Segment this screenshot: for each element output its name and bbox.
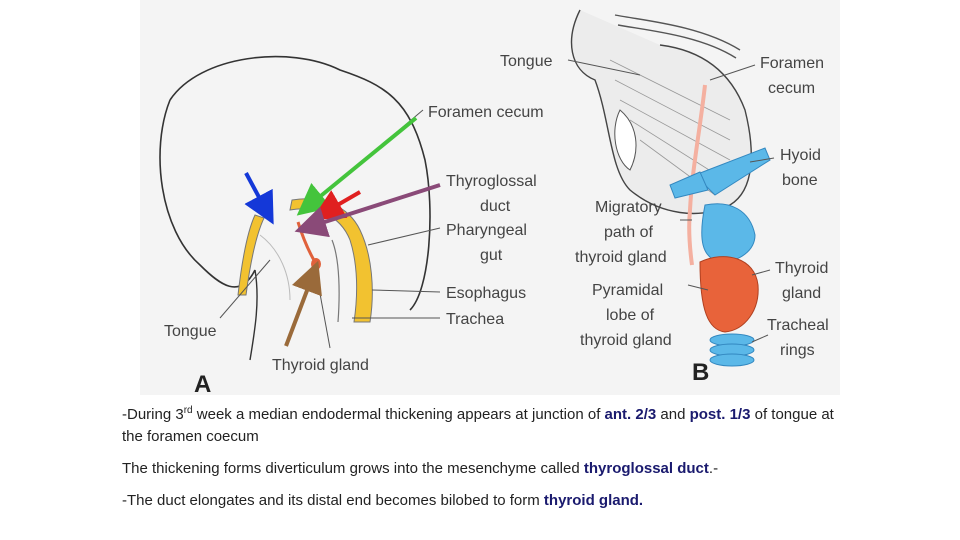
label-migratory-2: path of [604,224,653,241]
tracheal-ring-3 [709,353,755,367]
neck-outline [249,269,258,361]
thyroid-bud [311,258,321,270]
label-migratory-3: thyroid gland [575,249,667,266]
label-hyoid-1: Hyoid [780,147,821,164]
label-pyramidal-2: lobe of [606,307,655,324]
diagram-svg: Foramen cecum Thyroglossal duct Pharynge… [140,0,840,395]
pointer-tongue-b [567,59,641,76]
pointer-hyoid [749,157,775,163]
label-migratory-1: Migratory [595,199,662,216]
embryo-head-outline [159,55,431,311]
panel-b: Tongue Foramen cecum Hyoid bone Migrator… [500,9,829,386]
hyoid-bone-shape [694,147,771,196]
label-thyroglossal-1: Thyroglossal [446,173,537,190]
caption-1-pre: -During 3 [122,406,184,423]
caption-1-highlight-post: post. 1/3 [689,406,751,423]
pointer-pyramidal [687,284,709,291]
thyroid-gland-shape [699,256,759,333]
caption-2-highlight: thyroglossal duct [583,460,709,477]
hyoid-bone-left [669,171,709,199]
caption-1-sup: rd [183,405,193,416]
panel-b-letter: B [692,359,709,386]
label-thyroid-gland-a: Thyroid gland [272,357,369,374]
migratory-path [687,84,707,266]
brown-arrow [284,260,322,347]
pointer-pharyngeal-gut [367,227,441,246]
tongue-region [259,234,291,301]
pointer-thyroid-b [751,269,771,276]
label-pharyngeal-2: gut [480,247,503,264]
caption-text: -During 3rd week a median endodermal thi… [122,400,842,512]
blue-arrow [244,172,274,225]
caption-2-post: .- [708,460,719,477]
caption-1-and: and [656,406,690,423]
label-pyramidal-3: thyroid gland [580,332,672,349]
label-thyroglossal-2: duct [480,198,511,215]
label-pharyngeal-1: Pharyngeal [446,222,527,239]
label-tracheal-2: rings [780,342,815,359]
pointer-foramen-b [709,64,756,81]
label-hyoid-2: bone [782,172,818,189]
label-tongue-a: Tongue [164,323,217,340]
tongue-sagittal-outline [570,9,752,215]
caption-1-mid: week a median endodermal thickening appe… [192,406,605,423]
thyroid-cartilage-shape [701,203,756,263]
caption-line-2: The thickening forms diverticulum grows … [122,458,842,480]
label-thyroid-2: gland [782,285,821,302]
label-esophagus: Esophagus [446,285,526,302]
palate-folds [614,14,741,59]
pointer-tracheal [751,334,769,343]
esophagus-tube [331,239,340,323]
pointer-tongue [219,259,271,319]
caption-line-1: -During 3rd week a median endodermal thi… [122,400,842,448]
caption-3-pre: -The duct elongates and its distal end b… [122,492,544,509]
label-foramen-cecum: Foramen cecum [428,104,544,121]
epiglottis-shape [614,109,637,171]
label-foramen-1: Foramen [760,55,824,72]
caption-3-highlight: thyroid gland. [543,492,644,509]
label-tongue-b: Tongue [500,53,553,70]
pointer-esophagus [371,289,441,293]
caption-1-highlight-ant: ant. 2/3 [604,406,657,423]
tongue-muscle-fibers [609,59,731,196]
label-thyroid-1: Thyroid [775,260,828,277]
panel-a-letter: A [194,371,211,395]
label-tracheal-1: Tracheal [767,317,829,334]
label-foramen-2: cecum [768,80,815,97]
label-pyramidal-1: Pyramidal [592,282,663,299]
caption-2-pre: The thickening forms diverticulum grows … [122,460,584,477]
label-trachea: Trachea [446,311,504,328]
caption-line-3: -The duct elongates and its distal end b… [122,490,842,512]
caption-1-post: of tongue at the foramen coecum [122,406,834,445]
thyroid-development-figure: Foramen cecum Thyroglossal duct Pharynge… [140,0,840,395]
purple-arrow [294,183,441,238]
pharyngeal-gut-left [237,214,265,296]
